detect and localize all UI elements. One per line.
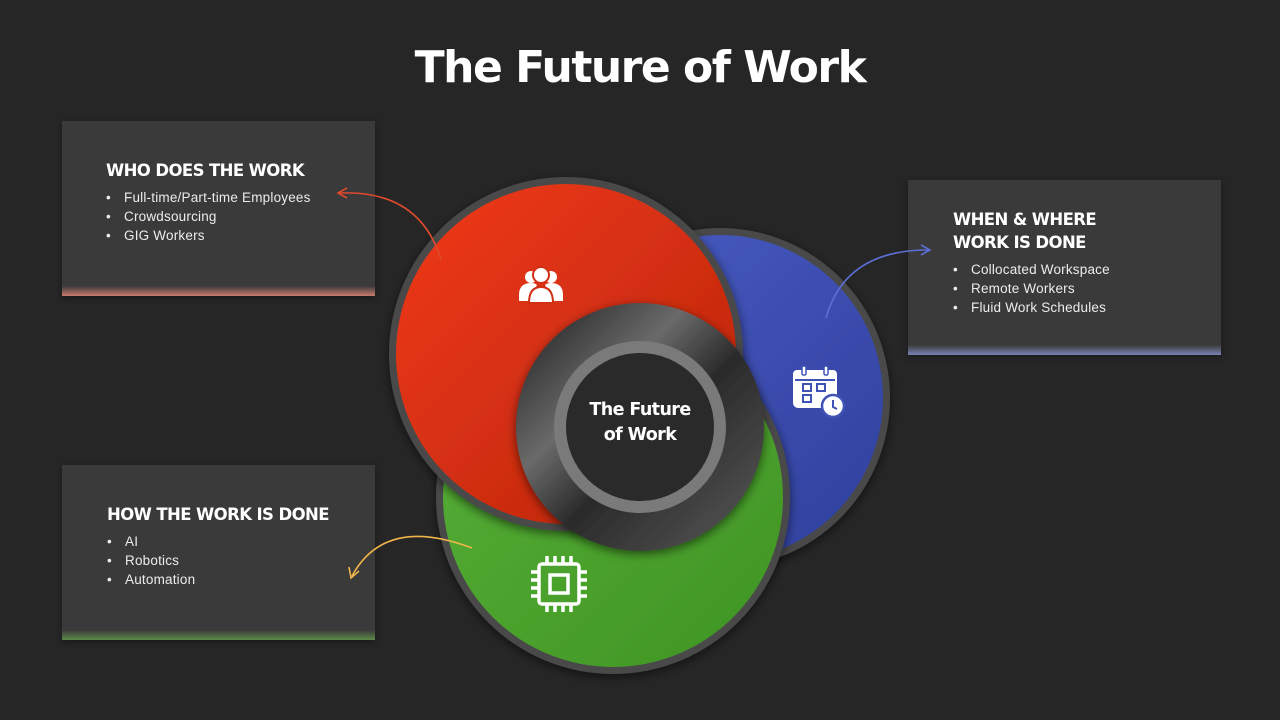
card-accent-bar [62,630,375,640]
card-who-does-the-work: WHO DOES THE WORK Full-time/Part-time Em… [62,121,375,296]
card-how-the-work-is-done: HOW THE WORK IS DONE AI Robotics Automat… [62,465,375,640]
list-item: Robotics [107,551,329,570]
list-item: Crowdsourcing [106,207,311,226]
card-accent-bar [62,286,375,296]
center-label-line: The Future [589,400,691,420]
list-item: Remote Workers [953,279,1110,298]
card-list: AI Robotics Automation [107,532,329,589]
cpu-chip-icon [531,556,587,612]
card-heading: WHEN & WHERE WORK IS DONE [953,208,1110,254]
center-hub [516,303,764,551]
center-label-line: of Work [603,425,677,445]
card-list: Full-time/Part-time Employees Crowdsourc… [106,188,311,245]
calendar-clock-icon [793,365,846,419]
card-heading-line: WORK IS DONE [953,233,1086,252]
list-item: AI [107,532,329,551]
connector-arrow-when [825,244,932,319]
list-item: Automation [107,570,329,589]
list-item: GIG Workers [106,226,311,245]
card-heading: WHO DOES THE WORK [106,161,305,180]
list-item: Collocated Workspace [953,260,1110,279]
card-accent-bar [908,345,1221,355]
center-label: The Future of Work [565,398,715,448]
card-when-where-work-is-done: WHEN & WHERE WORK IS DONE Collocated Wor… [908,180,1221,355]
card-heading-line: WHEN & WHERE [953,210,1097,229]
card-heading: HOW THE WORK IS DONE [107,505,330,524]
page-title: The Future of Work [414,42,867,93]
connector-arrow-who [336,187,442,261]
list-item: Full-time/Part-time Employees [106,188,311,207]
card-list: Collocated Workspace Remote Workers Flui… [953,260,1110,317]
connector-arrow-how [348,535,473,580]
list-item: Fluid Work Schedules [953,298,1110,317]
people-icon [519,266,563,304]
